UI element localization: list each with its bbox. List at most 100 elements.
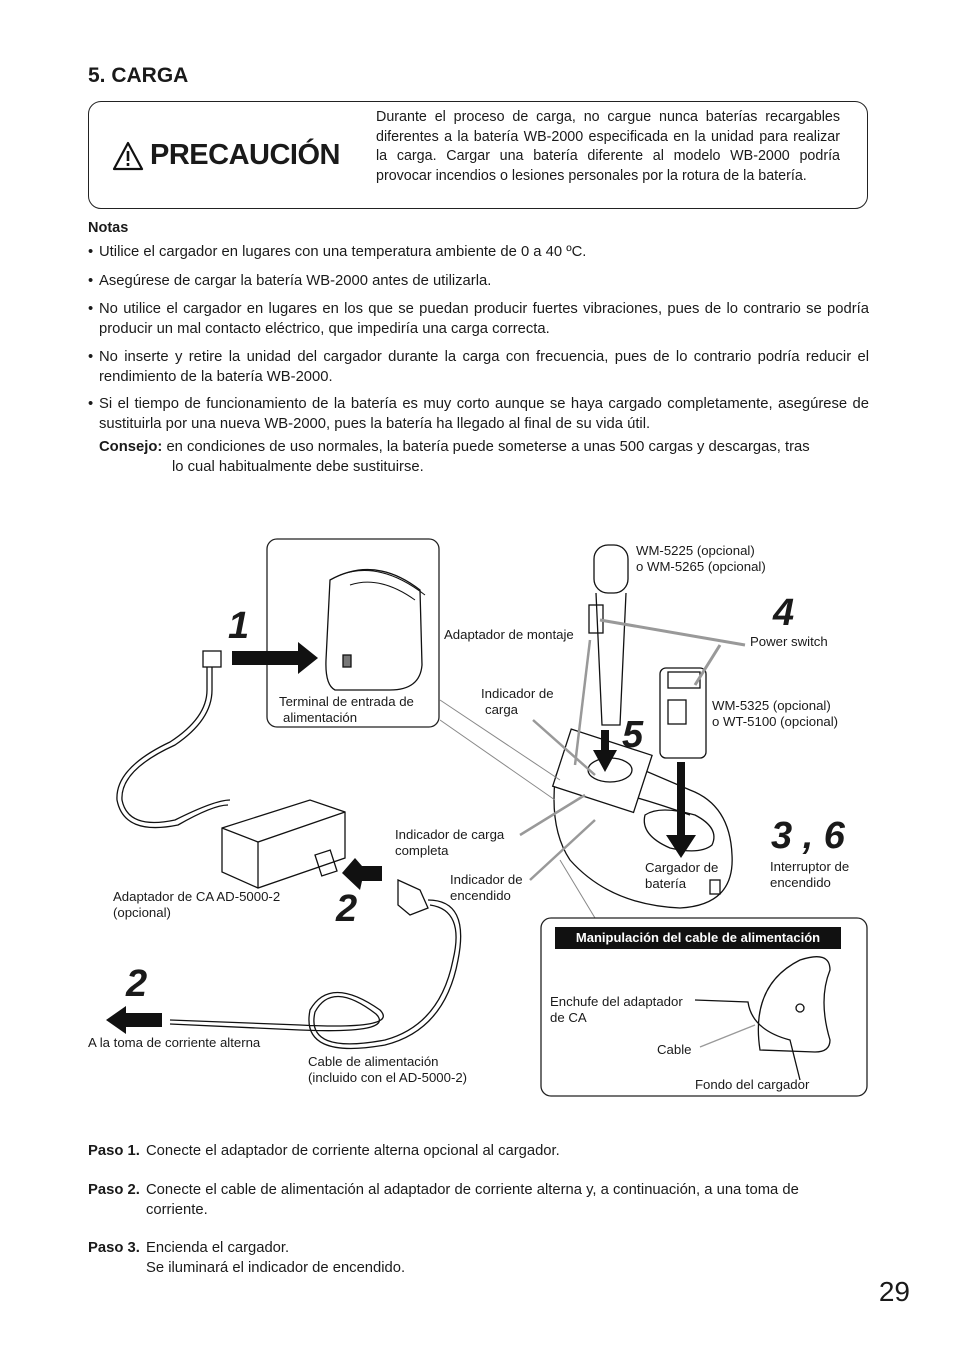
step-text-2: Se iluminará el indicador de encendido.	[146, 1259, 406, 1276]
note-item: • No inserte y retire la unidad del carga…	[88, 348, 869, 387]
step-number: 4	[773, 592, 795, 634]
cable-handling-inset	[540, 917, 868, 1097]
arrow-step-5-pack	[666, 762, 696, 858]
mount-adapter-label: Adaptador de montaje	[444, 627, 574, 642]
tip: Consejo: en condiciones de uso normales,…	[99, 438, 869, 477]
power-switch-label: Power switch	[750, 634, 828, 649]
step-label: Paso 3.	[88, 1240, 140, 1256]
note-item: • Si el tiempo de funcionamiento de la ba…	[88, 395, 869, 434]
caution-text: Durante el proceso de carga, no cargue n…	[376, 109, 840, 184]
step-text: Conecte el adaptador de corriente altern…	[146, 1143, 560, 1159]
note-text: Si el tiempo de funcionamiento de la bat…	[99, 396, 869, 432]
bullet-dot: •	[88, 244, 94, 260]
step-text-2: corriente.	[146, 1201, 208, 1218]
note-item: • Asegúrese de cargar la batería WB-2000 …	[88, 272, 869, 292]
ac-connector	[397, 878, 429, 916]
power-switch	[709, 879, 721, 895]
bodypack-label: WM-5325 (opcional)o WT-5100 (opcional)	[712, 698, 838, 730]
label-line: carga	[485, 702, 518, 717]
label-line: Adaptador de CA AD-5000-2	[113, 889, 281, 904]
label-line: o WT-5100 (opcional)	[712, 714, 839, 729]
note-text: No utilice el cargador en lugares en los…	[99, 301, 869, 337]
notes-title: Notas	[88, 220, 129, 236]
label-line: Indicador de	[450, 872, 523, 887]
step-text: Conecte el cable de alimentación al adap…	[146, 1182, 799, 1198]
step-label: Paso 2.	[88, 1182, 140, 1198]
arrow-step-2-connect	[342, 858, 382, 890]
dc-jack	[342, 654, 352, 668]
label-line: (incluido con el AD-5000-2)	[308, 1070, 468, 1085]
adapter-cable-line	[694, 999, 801, 1081]
bullet-dot: •	[88, 273, 94, 289]
step-text: Encienda el cargador.	[146, 1240, 290, 1256]
mic-head	[593, 544, 629, 594]
arrow-step-1	[232, 642, 318, 674]
arrow-step-2-outlet	[106, 1006, 162, 1034]
step-2: Paso 2. Conecte el cable de alimentación …	[88, 1181, 869, 1220]
step-1: Paso 1. Conecte el adaptador de corriente…	[88, 1142, 869, 1162]
bodypack-transmitter	[659, 667, 707, 759]
ac-inlet	[314, 849, 338, 877]
cable-label: Cable	[657, 1042, 692, 1057]
charger-bottom-label: Fondo del cargador	[695, 1077, 810, 1092]
warning-icon	[112, 141, 144, 170]
step-number: 5	[622, 714, 644, 756]
note-item: •Utilice el cargador en lugares con una …	[88, 243, 869, 263]
dc-cable	[121, 667, 231, 824]
bullet-dot: •	[88, 396, 94, 412]
page-number: 29	[878, 1276, 910, 1307]
power-cable-label: Cable de alimentación(incluido con el AD…	[308, 1054, 467, 1086]
note-text: No inserte y retire la unidad del cargad…	[99, 349, 869, 385]
note-item: • No utilice el cargador en lugares en lo…	[88, 300, 869, 339]
handling-title: Manipulación del cable de alimentación	[555, 927, 841, 949]
caution-heading-text: PRECAUCIÓN	[150, 139, 340, 171]
label-line: WM-5225 (opcional)	[636, 543, 755, 558]
inset-charger-body	[325, 569, 423, 691]
note-text: Asegúrese de cargar la batería WB-2000 a…	[99, 273, 492, 289]
bullet-dot: •	[88, 301, 94, 317]
ac-adapter-label: Adaptador de CA AD-5000-2(opcional)	[113, 889, 280, 921]
terminal-inset-box	[266, 538, 440, 728]
step-number: 3 , 6	[771, 815, 845, 857]
mic-handle	[595, 592, 627, 726]
label-line: alimentación	[283, 710, 358, 725]
label-line: Terminal de entrada de	[279, 694, 414, 709]
section-title: 5. CARGA	[88, 64, 189, 87]
step-label: Paso 1.	[88, 1143, 140, 1159]
label-line: Cargador de	[645, 860, 719, 875]
step-3: Paso 3. Encienda el cargador. Se iluminará…	[88, 1239, 869, 1278]
label-line: WM-5325 (opcional)	[712, 698, 831, 713]
charger-bottom	[757, 956, 831, 1053]
arrow-step-5-mic	[593, 730, 617, 772]
label-line: Enchufe del adaptador	[550, 994, 683, 1009]
label-line: (opcional)	[113, 905, 171, 920]
caution-heading: PRECAUCIÓN	[112, 139, 340, 172]
caution-box	[88, 101, 868, 209]
tip-text: en condiciones de uso normales, la bater…	[166, 439, 810, 455]
outlet-label: A la toma de corriente alterna	[88, 1035, 261, 1050]
bullet-dot: •	[88, 349, 94, 365]
ac-cord	[169, 899, 462, 1049]
step-number: 2	[126, 963, 148, 1005]
step-number: 2	[336, 888, 358, 930]
label-line: Indicador de carga	[395, 827, 505, 842]
label-line: completa	[395, 843, 449, 858]
label-line: encendido	[770, 875, 831, 890]
tip-text-2: lo cual habitualmente debe sustituirse.	[172, 458, 424, 475]
bodypack-slot	[643, 809, 715, 852]
dc-plug	[202, 650, 222, 668]
label-line: Indicador de	[481, 686, 554, 701]
tip-label: Consejo:	[99, 439, 163, 455]
label-line: encendido	[450, 888, 511, 903]
label-line: batería	[645, 876, 687, 891]
label-line: Cable de alimentación	[308, 1054, 439, 1069]
label-line: o WM-5265 (opcional)	[636, 559, 766, 574]
step-number: 1	[228, 605, 250, 647]
